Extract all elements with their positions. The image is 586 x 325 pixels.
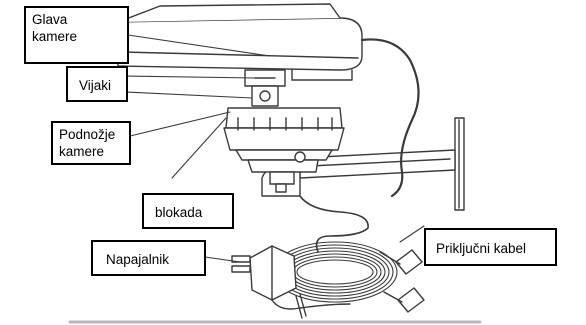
- leader-base: [129, 111, 231, 137]
- leader-cable: [399, 225, 425, 243]
- camera-head: [117, 3, 363, 81]
- swivel-joint: [244, 69, 286, 107]
- label-connection-cable: Priključni kabel: [424, 228, 557, 266]
- camera-base: [223, 107, 345, 173]
- leader-lines: [125, 34, 425, 263]
- pigtail-cable: [299, 195, 369, 253]
- head-cable: [360, 38, 420, 198]
- label-lock: blokada: [142, 193, 234, 229]
- leader-screws-2: [125, 91, 253, 99]
- label-camera-head: Glava kamere: [24, 6, 129, 64]
- leader-head: [127, 34, 271, 57]
- wall-mount-plate: [454, 117, 465, 211]
- leader-adapter: [204, 256, 241, 263]
- power-adapter: [231, 245, 297, 301]
- leader-screws: [125, 75, 256, 79]
- label-camera-base: Podnožje kamere: [51, 121, 131, 165]
- leader-lock: [171, 117, 227, 179]
- adapter-cable: [271, 299, 351, 310]
- lock-knob: [269, 171, 295, 193]
- label-power-adapter: Napajalnik: [91, 240, 206, 276]
- label-screws: Vijaki: [66, 66, 128, 102]
- cable-connector: [379, 249, 425, 313]
